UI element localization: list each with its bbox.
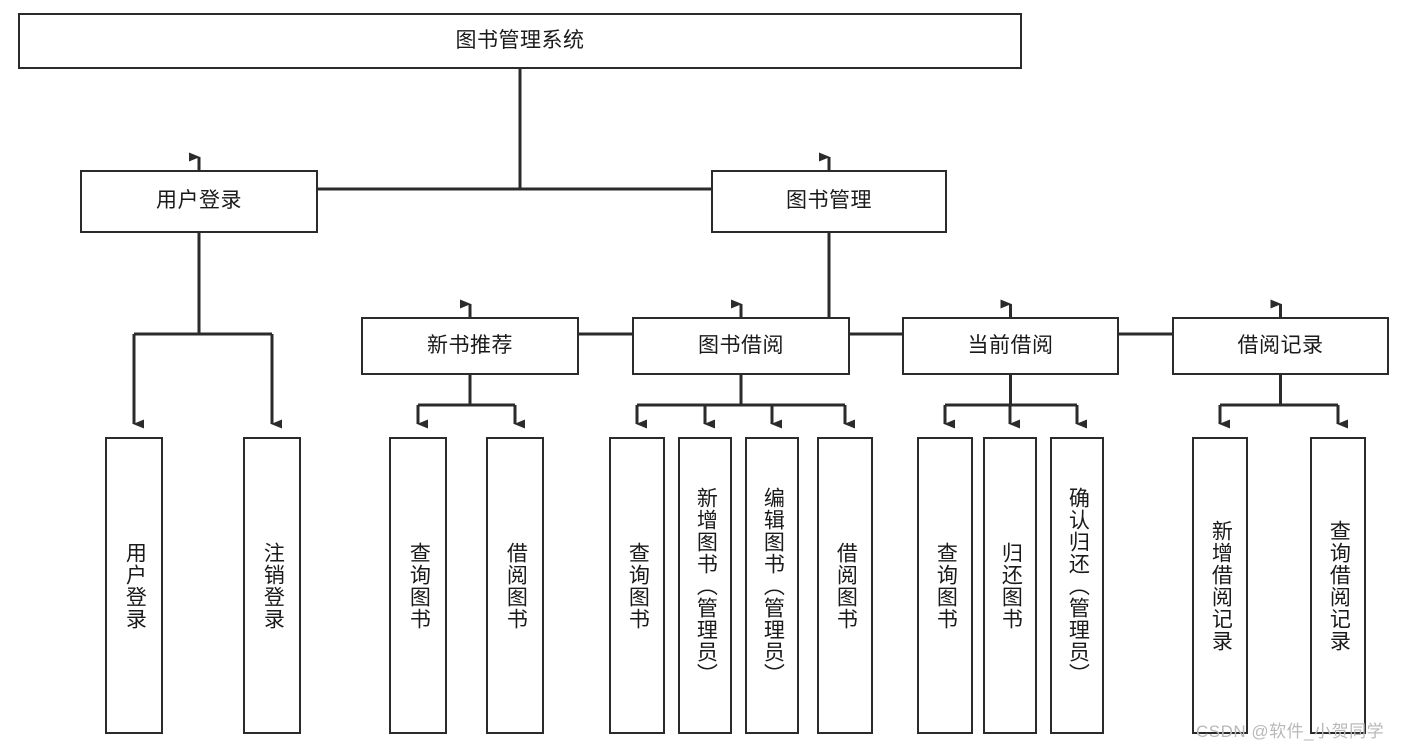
leaf-query-book-current-label: 查询图书 (934, 541, 958, 630)
leaf-return-book-label: 归还图书 (999, 541, 1023, 630)
leaf-borrow-book[interactable]: 借阅图书 (817, 437, 873, 734)
leaf-user-logout[interactable]: 注销登录 (243, 437, 301, 734)
leaf-borrow-book-label: 借阅图书 (834, 541, 858, 630)
leaf-user-login-label: 用户登录 (123, 541, 147, 630)
node-borrow-record-label: 借阅记录 (1237, 333, 1324, 357)
leaf-add-book-label: 新增图书（管理员） (694, 486, 718, 685)
leaf-add-borrow-record-label: 新增借阅记录 (1209, 519, 1233, 652)
node-root-label: 图书管理系统 (455, 28, 585, 52)
node-borrow-record[interactable]: 借阅记录 (1172, 317, 1389, 375)
node-user-login-label: 用户登录 (156, 189, 242, 213)
node-book-borrow[interactable]: 图书借阅 (632, 317, 850, 375)
leaf-add-book[interactable]: 新增图书（管理员） (678, 437, 732, 734)
node-current-borrow-label: 当前借阅 (967, 333, 1054, 357)
leaf-query-book-borrow[interactable]: 查询图书 (609, 437, 665, 734)
node-book-management-label: 图书管理 (786, 189, 872, 213)
leaf-return-book[interactable]: 归还图书 (983, 437, 1037, 734)
leaf-query-book-rec-label: 查询图书 (407, 541, 431, 630)
node-root[interactable]: 图书管理系统 (18, 13, 1022, 69)
node-book-borrow-label: 图书借阅 (698, 333, 784, 357)
node-new-book-recommend[interactable]: 新书推荐 (361, 317, 579, 375)
leaf-confirm-return[interactable]: 确认归还（管理员） (1050, 437, 1104, 734)
leaf-confirm-return-label: 确认归还（管理员） (1066, 486, 1090, 685)
leaf-query-book-current[interactable]: 查询图书 (917, 437, 973, 734)
leaf-query-borrow-record-label: 查询借阅记录 (1327, 519, 1351, 652)
leaf-edit-book-label: 编辑图书（管理员） (761, 486, 785, 685)
node-current-borrow[interactable]: 当前借阅 (902, 317, 1119, 375)
leaf-query-book-borrow-label: 查询图书 (626, 541, 650, 630)
node-book-management[interactable]: 图书管理 (711, 170, 947, 233)
leaf-user-logout-label: 注销登录 (261, 541, 285, 630)
leaf-add-borrow-record[interactable]: 新增借阅记录 (1192, 437, 1248, 734)
leaf-edit-book[interactable]: 编辑图书（管理员） (745, 437, 799, 734)
leaf-borrow-book-rec[interactable]: 借阅图书 (486, 437, 544, 734)
leaf-query-book-rec[interactable]: 查询图书 (389, 437, 447, 734)
node-user-login[interactable]: 用户登录 (80, 170, 318, 233)
leaf-query-borrow-record[interactable]: 查询借阅记录 (1310, 437, 1366, 734)
node-new-book-recommend-label: 新书推荐 (427, 333, 513, 357)
leaf-borrow-book-rec-label: 借阅图书 (504, 541, 528, 630)
leaf-user-login[interactable]: 用户登录 (105, 437, 163, 734)
